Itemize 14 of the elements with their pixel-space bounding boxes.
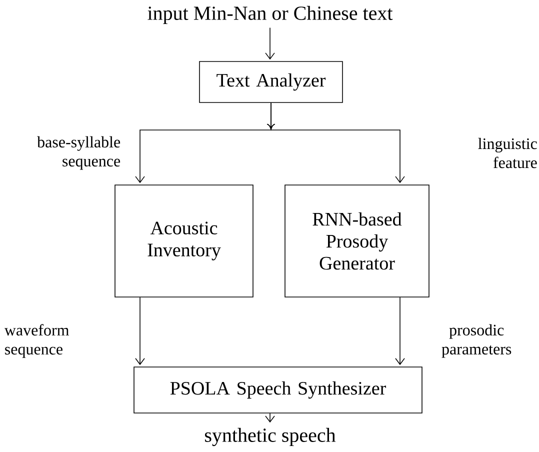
arrow [267,102,405,184]
process-box: Text Analyzer [199,61,343,103]
process-box: PSOLA Speech Synthesizer [134,366,422,414]
arrow [135,297,145,366]
edge-label: waveform sequence [4,324,69,358]
text-label: synthetic speech [205,428,336,446]
edge-label: base-syllable sequence [37,136,120,170]
arrow [395,297,405,366]
edge-label: linguistic feature [478,138,537,168]
process-box: Acoustic Inventory [114,184,254,298]
arrow [265,27,275,60]
text-label: input Min-Nan or Chinese text [148,6,393,24]
edge-label: prosodic parameters [442,324,512,358]
process-box: RNN-based Prosody Generator [284,184,430,298]
